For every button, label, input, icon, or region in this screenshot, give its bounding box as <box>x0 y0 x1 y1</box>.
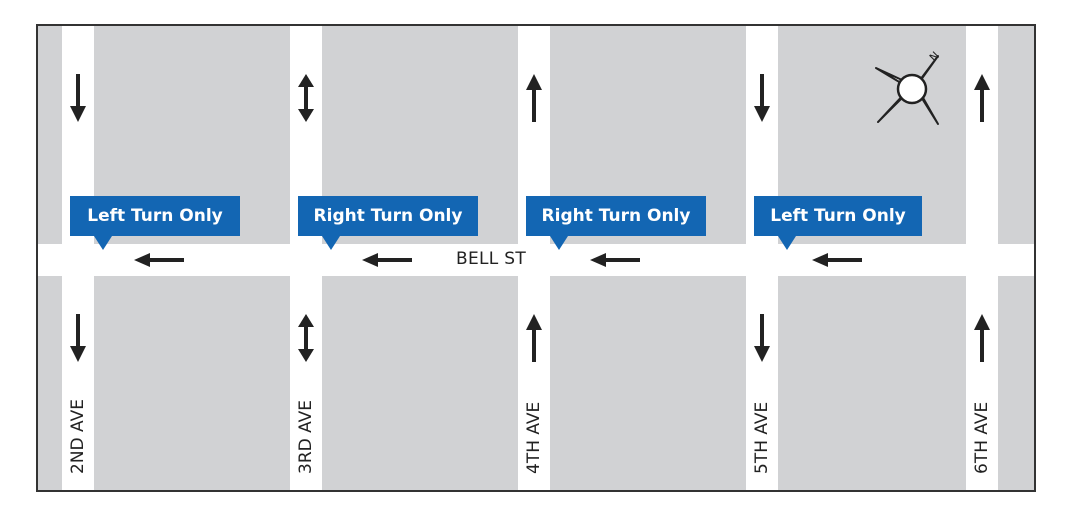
up-arrow-icon <box>974 314 990 362</box>
callout-left-turn-only: Left Turn Only <box>754 196 922 250</box>
left-arrow-icon <box>362 253 412 267</box>
compass-icon: N <box>875 49 942 125</box>
down-arrow-icon <box>754 74 770 122</box>
down-arrow-icon <box>70 314 86 362</box>
compass-north-label: N <box>927 49 942 64</box>
avenue-label-6th: 6TH AVE <box>972 401 992 474</box>
avenue-label-3rd: 3RD AVE <box>296 399 316 474</box>
bell-street <box>38 244 1034 276</box>
up-arrow-icon <box>974 74 990 122</box>
avenue-label-5th: 5TH AVE <box>752 401 772 474</box>
avenue-label-2nd: 2ND AVE <box>68 399 88 474</box>
avenue-label-4th: 4TH AVE <box>524 401 544 474</box>
left-arrow-icon <box>812 253 862 267</box>
bell-street-label: BELL ST <box>456 249 527 269</box>
two-way-arrow-icon <box>298 314 314 362</box>
up-arrow-icon <box>526 74 542 122</box>
up-arrow-icon <box>526 314 542 362</box>
callout-left-turn-only: Left Turn Only <box>70 196 240 250</box>
callout-right-turn-only: Right Turn Only <box>298 196 478 250</box>
callout-right-turn-only: Right Turn Only <box>526 196 706 250</box>
left-arrow-icon <box>590 253 640 267</box>
two-way-arrow-icon <box>298 74 314 122</box>
down-arrow-icon <box>70 74 86 122</box>
left-arrow-icon <box>134 253 184 267</box>
down-arrow-icon <box>754 314 770 362</box>
street-map: BELL ST 2ND AVE 3RD AVE 4TH AVE 5TH AVE … <box>36 24 1036 492</box>
